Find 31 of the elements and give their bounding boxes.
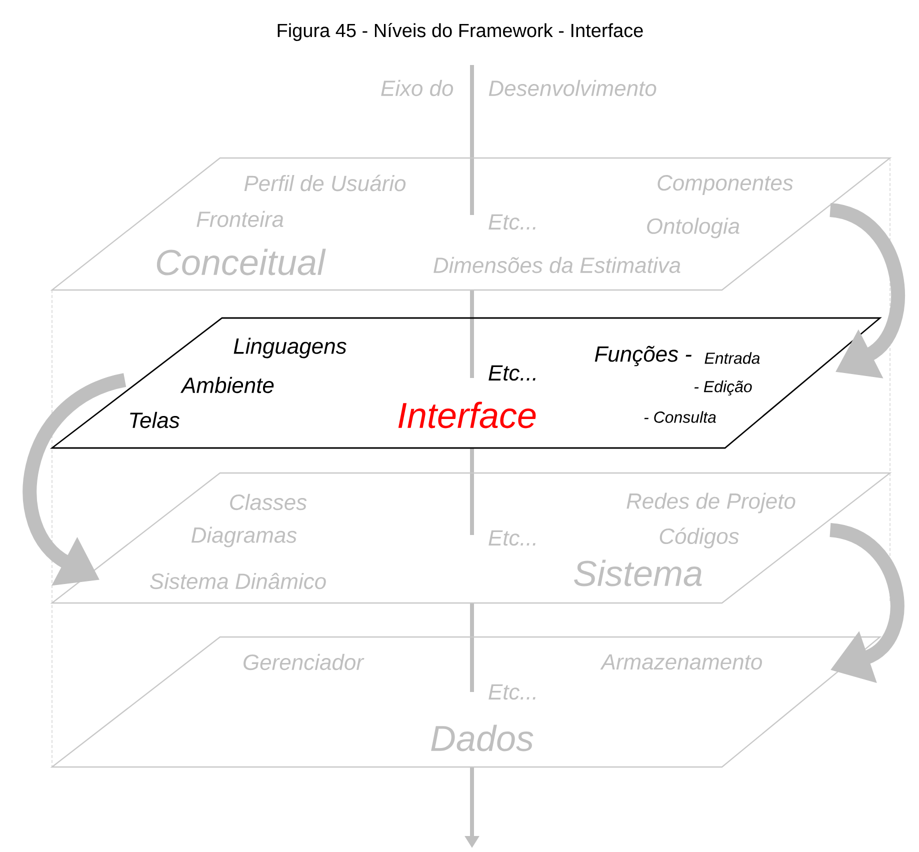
- plane-item: Diagramas: [192, 526, 297, 548]
- plane-item: Etc...: [488, 684, 536, 700]
- plane-item: Linguagens: [234, 338, 346, 358]
- axis-label: Eixo do: [381, 80, 454, 96]
- plane-item: Etc...: [488, 365, 536, 381]
- plane-item: Ambiente: [180, 376, 274, 394]
- figure-title: Figura 45 - Níveis do Framework - Interface: [278, 23, 643, 41]
- plane-title: Interface: [398, 402, 536, 428]
- plane-item: - Edição: [694, 380, 752, 396]
- plane-item: Etc...: [488, 530, 536, 546]
- plane-item: Sistema Dinâmico: [150, 572, 326, 590]
- plane-item: Funções -: [594, 346, 692, 366]
- plane-title: Dados: [431, 724, 534, 752]
- plane-item: Entrada: [704, 352, 760, 364]
- plane-item: Códigos: [660, 528, 739, 548]
- plane-item: Fronteira: [196, 210, 284, 228]
- plane-item: Classes: [230, 494, 307, 510]
- plane-item: Dimensões da Estimativa: [434, 256, 680, 274]
- curved-arrow: [828, 523, 904, 684]
- plane-item: Armazenamento: [600, 654, 762, 670]
- plane-item: Perfil de Usuário: [244, 174, 406, 192]
- plane-item: Ontologia: [647, 218, 740, 238]
- plane-item: - Consulta: [644, 411, 716, 423]
- plane-item: Redes de Projeto: [626, 492, 796, 514]
- plane-title: Conceitual: [156, 248, 326, 276]
- plane-item: Etc...: [488, 214, 536, 230]
- axis-label: Desenvolvimento: [488, 80, 656, 96]
- plane-item: Gerenciador: [244, 654, 364, 670]
- plane-item: Componentes: [658, 175, 794, 195]
- plane-item: Telas: [130, 412, 180, 428]
- plane-title: Sistema: [574, 560, 702, 586]
